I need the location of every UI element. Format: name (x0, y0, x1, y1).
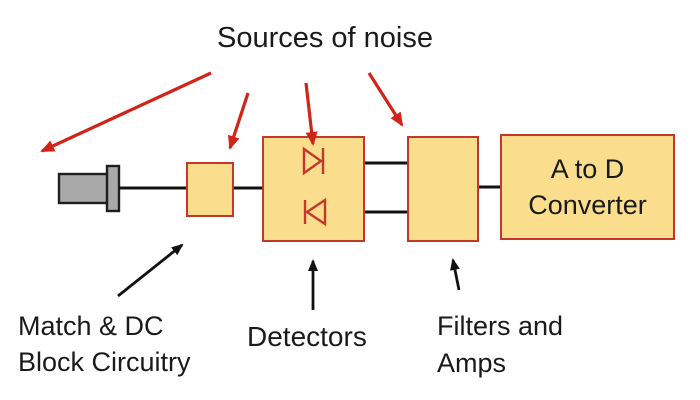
filters-label-line1: Filters and (437, 311, 564, 341)
adc-label-line1: A to D (550, 154, 625, 184)
noise-arrow-to-match-block (228, 92, 250, 150)
match-dc-block-label: Match & DC Block Circuitry (18, 308, 191, 380)
match-label-line2: Block Circuitry (18, 347, 191, 377)
noise-arrow-to-filters (367, 72, 404, 127)
match-label-line1: Match & DC (18, 311, 164, 341)
noise-arrow-to-connector (40, 71, 212, 153)
connector-flange (105, 164, 121, 213)
match-dc-block-box (186, 162, 234, 217)
adc-label-line2: Converter (528, 190, 647, 220)
a-to-d-converter-box: A to D Converter (500, 134, 675, 240)
noise-arrow-to-detectors (304, 82, 318, 146)
pointer-arrow-match-label (117, 243, 184, 298)
filters-amps-label: Filters and Amps (437, 308, 563, 382)
pointer-arrow-filters-label (450, 258, 461, 291)
detectors-label: Detectors (247, 321, 367, 352)
rf-connector-icon (57, 164, 121, 213)
filters-label-line2: Amps (437, 348, 507, 378)
connector-body (57, 172, 110, 205)
filters-amps-box (407, 136, 479, 242)
diagram-title: Sources of noise (216, 22, 433, 54)
detectors-box (262, 136, 365, 242)
